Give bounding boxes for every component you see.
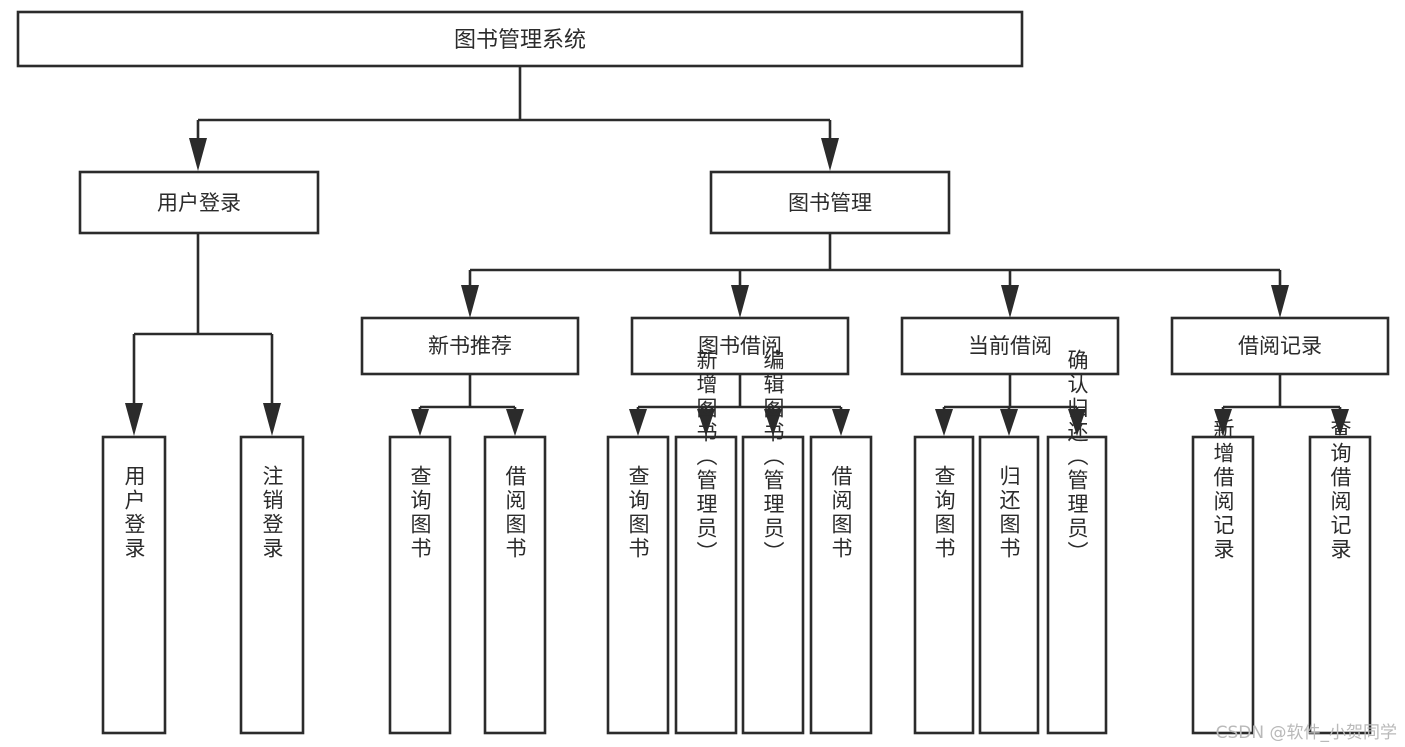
node-leaf-borrow-book-2[interactable]: 借阅图书 bbox=[809, 435, 873, 735]
node-leaf-user-login[interactable]: 用户登录 bbox=[101, 435, 167, 735]
node-book-borrow-label: 图书借阅 bbox=[698, 334, 782, 358]
node-leaf-query-book-3[interactable]: 查询图书 bbox=[913, 435, 975, 735]
arrow-head-leaf-confirm-return bbox=[1068, 409, 1086, 436]
node-book-manage[interactable]: 图书管理 bbox=[709, 170, 951, 235]
arrow-head-borrow-record bbox=[1271, 285, 1289, 318]
arrow-head-current-borrow bbox=[1001, 285, 1019, 318]
node-current-borrow-box[interactable] bbox=[900, 316, 1120, 376]
connector-layer bbox=[125, 66, 1349, 436]
node-leaf-return-book-label: 归还图书 bbox=[997, 465, 1021, 561]
arrow-head-leaf-query-record bbox=[1331, 409, 1349, 436]
node-borrow-record[interactable]: 借阅记录 bbox=[1170, 316, 1390, 376]
node-leaf-query-record-box[interactable] bbox=[1308, 435, 1372, 735]
arrow-head-new-book-recommend bbox=[461, 285, 479, 318]
node-leaf-add-record[interactable]: 新增借阅记录 bbox=[1191, 418, 1255, 735]
arrow-head-user-login bbox=[189, 138, 207, 171]
node-book-borrow-box[interactable] bbox=[630, 316, 850, 376]
node-leaf-user-login-label: 用户登录 bbox=[122, 465, 146, 561]
arrow-head-leaf-add-record bbox=[1214, 409, 1232, 436]
arrow-head-book-manage bbox=[821, 138, 839, 171]
node-leaf-borrow-book-2-label: 借阅图书 bbox=[829, 465, 853, 561]
node-leaf-return-book[interactable]: 归还图书 bbox=[978, 435, 1040, 735]
node-leaf-logout-login[interactable]: 注销登录 bbox=[239, 435, 305, 735]
node-leaf-query-book-1[interactable]: 查询图书 bbox=[388, 435, 452, 735]
watermark-text: CSDN @软件_小贺同学 bbox=[1215, 723, 1397, 743]
node-leaf-query-book-1-box[interactable] bbox=[388, 435, 452, 735]
node-leaf-confirm-return-box[interactable] bbox=[1046, 435, 1108, 735]
node-leaf-return-book-box[interactable] bbox=[978, 435, 1040, 735]
node-leaf-borrow-book-1-box[interactable] bbox=[483, 435, 547, 735]
arrow-head-leaf-logout-login bbox=[263, 403, 281, 436]
node-book-borrow[interactable]: 图书借阅 bbox=[630, 316, 850, 376]
node-leaf-borrow-book-1[interactable]: 借阅图书 bbox=[483, 435, 547, 735]
node-book-manage-box[interactable] bbox=[709, 170, 951, 235]
node-current-borrow-label: 当前借阅 bbox=[968, 334, 1052, 358]
arrow-head-leaf-add-book bbox=[697, 409, 715, 436]
node-current-borrow[interactable]: 当前借阅 bbox=[900, 316, 1120, 376]
arrow-head-leaf-borrow-book-2 bbox=[832, 409, 850, 436]
arrow-head-leaf-query-book-2 bbox=[629, 409, 647, 436]
node-leaf-user-login-box[interactable] bbox=[101, 435, 167, 735]
node-leaf-borrow-book-1-label: 借阅图书 bbox=[503, 465, 527, 561]
node-leaf-add-book-label: 新增图书（管理员） bbox=[694, 349, 718, 565]
arrow-head-leaf-user-login bbox=[125, 403, 143, 436]
node-leaf-add-book-box[interactable] bbox=[674, 435, 738, 735]
arrow-head-leaf-query-book-3 bbox=[935, 409, 953, 436]
node-leaf-query-record-label: 查询借阅记录 bbox=[1328, 418, 1352, 562]
node-leaf-query-book-3-label: 查询图书 bbox=[932, 465, 956, 561]
node-leaf-confirm-return-label: 确认归还（管理员） bbox=[1065, 349, 1089, 565]
node-root[interactable]: 图书管理系统 bbox=[16, 10, 1024, 68]
node-leaf-query-book-2-box[interactable] bbox=[606, 435, 670, 735]
node-root-label: 图书管理系统 bbox=[454, 28, 586, 53]
node-root-box[interactable] bbox=[16, 10, 1024, 68]
node-leaf-logout-login-box[interactable] bbox=[239, 435, 305, 735]
node-leaf-edit-book-label: 编辑图书（管理员） bbox=[761, 349, 785, 565]
node-user-login[interactable]: 用户登录 bbox=[78, 170, 320, 235]
arrow-head-book-borrow bbox=[731, 285, 749, 318]
node-user-login-label: 用户登录 bbox=[157, 191, 241, 215]
node-new-book-recommend[interactable]: 新书推荐 bbox=[360, 316, 580, 376]
node-leaf-query-book-3-box[interactable] bbox=[913, 435, 975, 735]
node-leaf-confirm-return[interactable]: 确认归还（管理员） bbox=[1046, 349, 1108, 735]
arrow-head-leaf-edit-book bbox=[764, 409, 782, 436]
node-leaf-add-record-box[interactable] bbox=[1191, 435, 1255, 735]
node-borrow-record-box[interactable] bbox=[1170, 316, 1390, 376]
node-book-manage-label: 图书管理 bbox=[788, 191, 872, 215]
arrow-head-leaf-borrow-book-1 bbox=[506, 409, 524, 436]
node-leaf-query-record[interactable]: 查询借阅记录 bbox=[1308, 418, 1372, 735]
node-leaf-query-book-2[interactable]: 查询图书 bbox=[606, 435, 670, 735]
node-leaf-edit-book-box[interactable] bbox=[741, 435, 805, 735]
node-leaf-query-book-2-label: 查询图书 bbox=[626, 465, 650, 561]
arrow-head-leaf-return-book bbox=[1000, 409, 1018, 436]
node-new-book-recommend-label: 新书推荐 bbox=[428, 334, 512, 358]
node-leaf-borrow-book-2-box[interactable] bbox=[809, 435, 873, 735]
node-borrow-record-label: 借阅记录 bbox=[1238, 334, 1322, 358]
node-leaf-edit-book[interactable]: 编辑图书（管理员） bbox=[741, 349, 805, 735]
node-new-book-recommend-box[interactable] bbox=[360, 316, 580, 376]
node-user-login-box[interactable] bbox=[78, 170, 320, 235]
node-leaf-logout-login-label: 注销登录 bbox=[260, 465, 284, 561]
node-leaf-add-record-label: 新增借阅记录 bbox=[1211, 418, 1235, 562]
node-leaf-add-book[interactable]: 新增图书（管理员） bbox=[674, 349, 738, 735]
arrow-head-leaf-query-book-1 bbox=[411, 409, 429, 436]
node-leaf-query-book-1-label: 查询图书 bbox=[408, 465, 432, 561]
